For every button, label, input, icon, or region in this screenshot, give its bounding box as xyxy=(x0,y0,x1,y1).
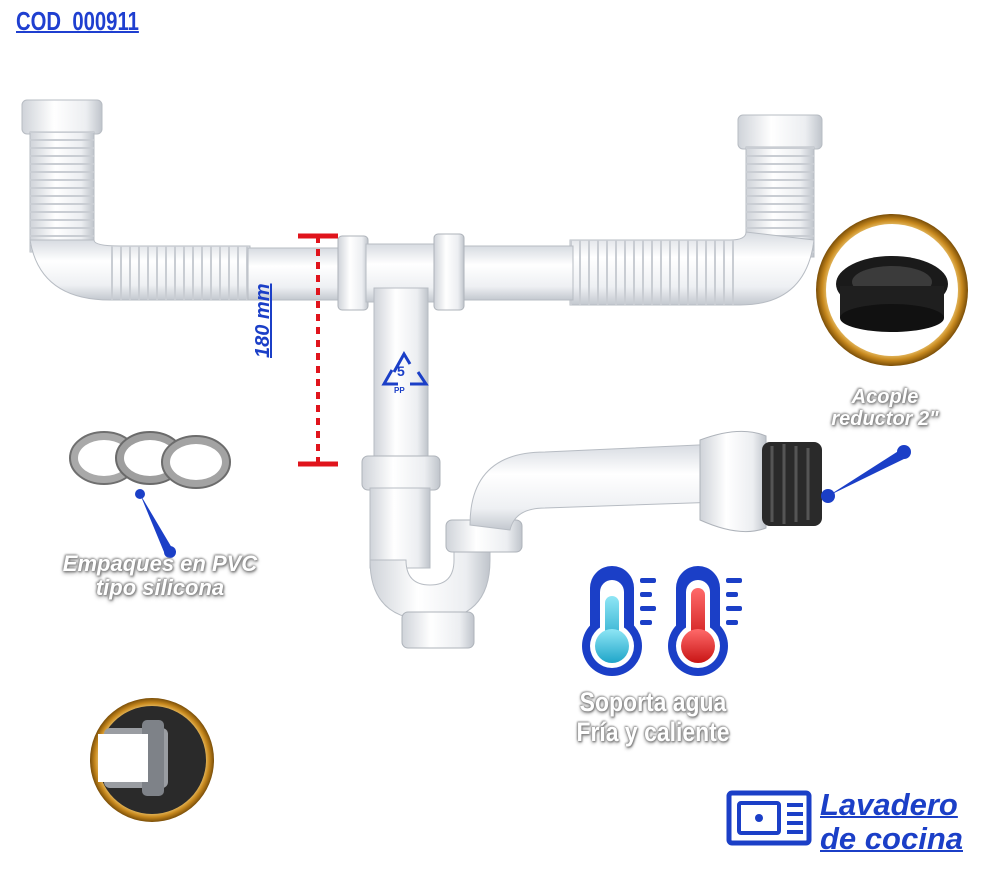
brand-line1: Lavadero xyxy=(820,787,958,822)
left-flex-arm xyxy=(21,99,341,301)
dimension-label: 180 mm xyxy=(252,283,274,359)
gasket-rings-image xyxy=(69,431,231,489)
gaskets-callout-line1: Empaques en PVC xyxy=(62,551,258,576)
recycle-icon xyxy=(381,351,429,386)
microwave-icon xyxy=(726,790,812,846)
coupler-callout: Acople reductor 2" xyxy=(800,386,970,430)
p-trap xyxy=(361,430,822,649)
product-code: COD_000911 xyxy=(16,6,139,36)
gasket-pointer xyxy=(135,489,176,558)
recycle-material: PP xyxy=(394,386,405,395)
dimension-marker xyxy=(298,233,338,467)
temperature-callout-line2: Fría y caliente xyxy=(576,716,730,747)
coupler-callout-line1: Acople xyxy=(851,386,919,408)
recycle-number: 5 xyxy=(397,363,405,379)
temperature-callout: Soporta agua Fría y caliente xyxy=(564,687,743,747)
brand-title: Lavadero de cocina xyxy=(820,787,963,857)
temperature-callout-line1: Soporta agua xyxy=(579,687,727,717)
right-flex-arm xyxy=(454,114,823,306)
hot-thermometer-icon xyxy=(668,566,742,676)
brand-line2: de cocina xyxy=(820,821,963,857)
gaskets-callout-line2: tipo silicona xyxy=(95,575,225,601)
coupler-callout-line2: reductor 2" xyxy=(831,408,939,430)
coupler-pointer xyxy=(821,445,911,503)
cold-thermometer-icon xyxy=(582,566,656,676)
tee-fitting xyxy=(337,233,465,469)
coupler-detail-image xyxy=(816,214,968,366)
gaskets-callout: Empaques en PVC tipo silicona xyxy=(40,551,280,601)
connection-detail-image xyxy=(90,698,214,822)
